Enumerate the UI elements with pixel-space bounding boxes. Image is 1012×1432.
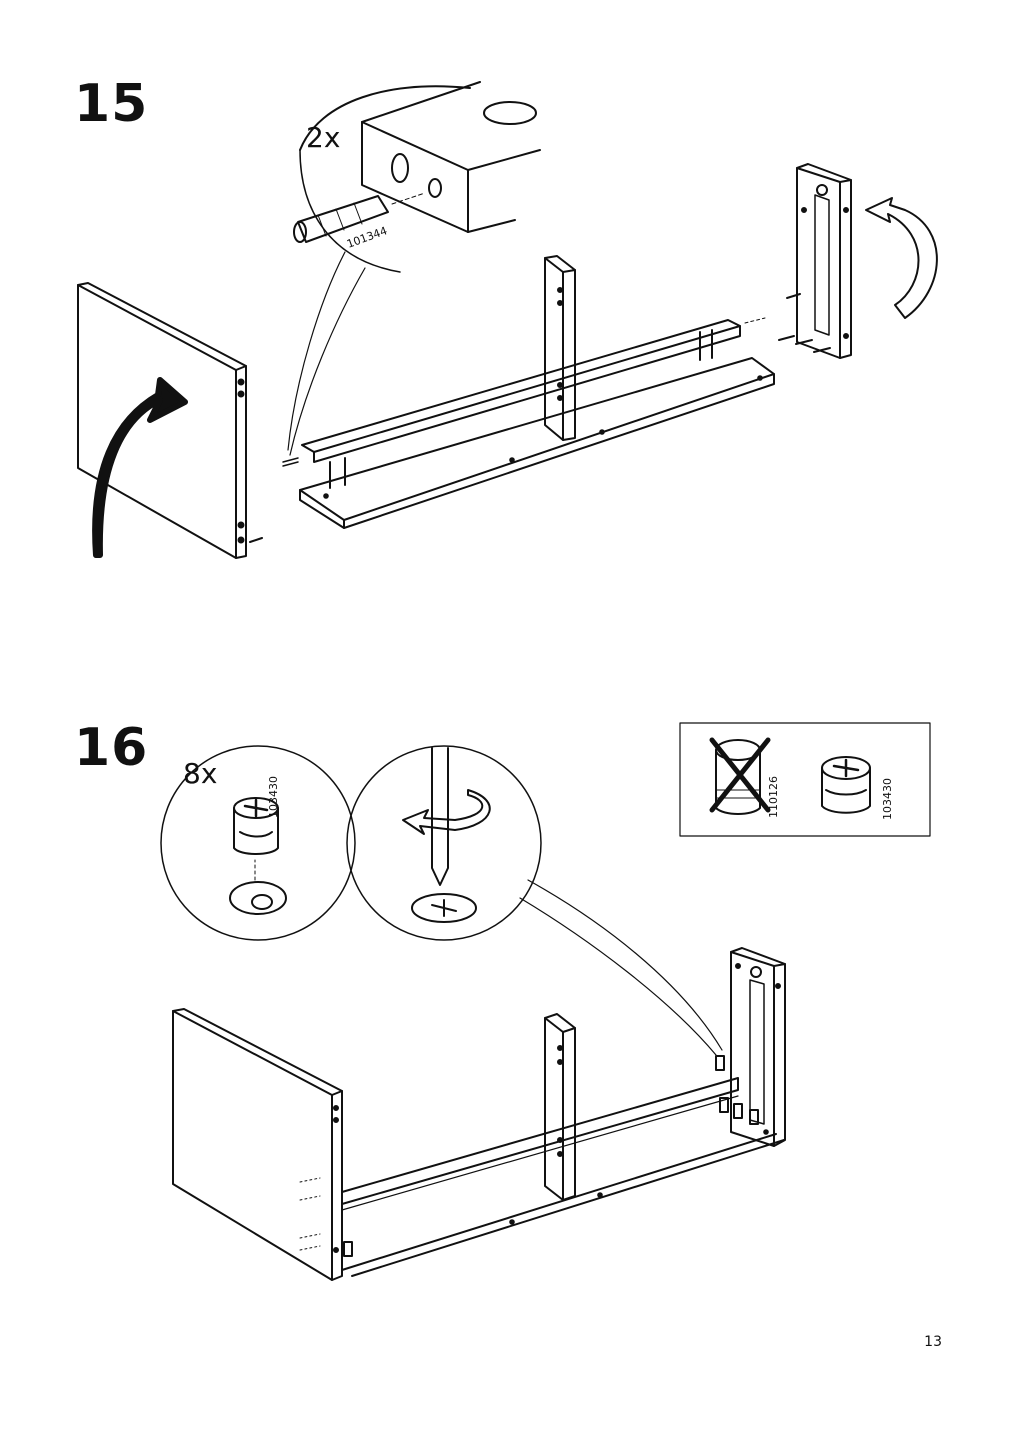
step-15-detail-circle xyxy=(287,81,541,456)
center-post xyxy=(544,1013,576,1201)
cam-lock-icon xyxy=(233,797,279,855)
base-frame xyxy=(341,1055,785,1277)
center-post xyxy=(544,255,576,441)
step-16-part-number: 103430 xyxy=(267,776,280,818)
rotate-arrow-icon xyxy=(402,789,491,835)
rotate-arrow-icon xyxy=(865,197,938,319)
step-15-number: 15 xyxy=(74,74,149,134)
left-side-panel xyxy=(77,282,263,559)
step-15-illustration xyxy=(77,81,938,559)
step-16-number: 16 xyxy=(74,718,149,778)
step-16-detail-circle-1 xyxy=(160,745,356,941)
dowel-icon xyxy=(293,192,426,243)
step-16-quantity: 8x xyxy=(183,757,218,790)
step-16-detail-circle-2 xyxy=(346,745,723,1056)
screwdriver-icon xyxy=(431,747,449,886)
base-frame xyxy=(282,317,775,529)
step-16-illustration xyxy=(160,722,931,1281)
step-15-quantity: 2x xyxy=(306,121,341,154)
reference-box xyxy=(679,722,931,837)
reference-wrong-part-number: 110126 xyxy=(767,776,780,818)
cam-lock-right-icon xyxy=(821,756,871,814)
cam-lock-wrong-icon xyxy=(709,737,771,815)
right-side-frame xyxy=(730,947,786,1147)
right-side-frame xyxy=(778,163,852,359)
left-side-panel xyxy=(172,1008,353,1281)
page-number: 13 xyxy=(924,1334,942,1350)
reference-right-part-number: 103430 xyxy=(881,778,894,820)
rotate-arrow-icon xyxy=(92,377,188,558)
